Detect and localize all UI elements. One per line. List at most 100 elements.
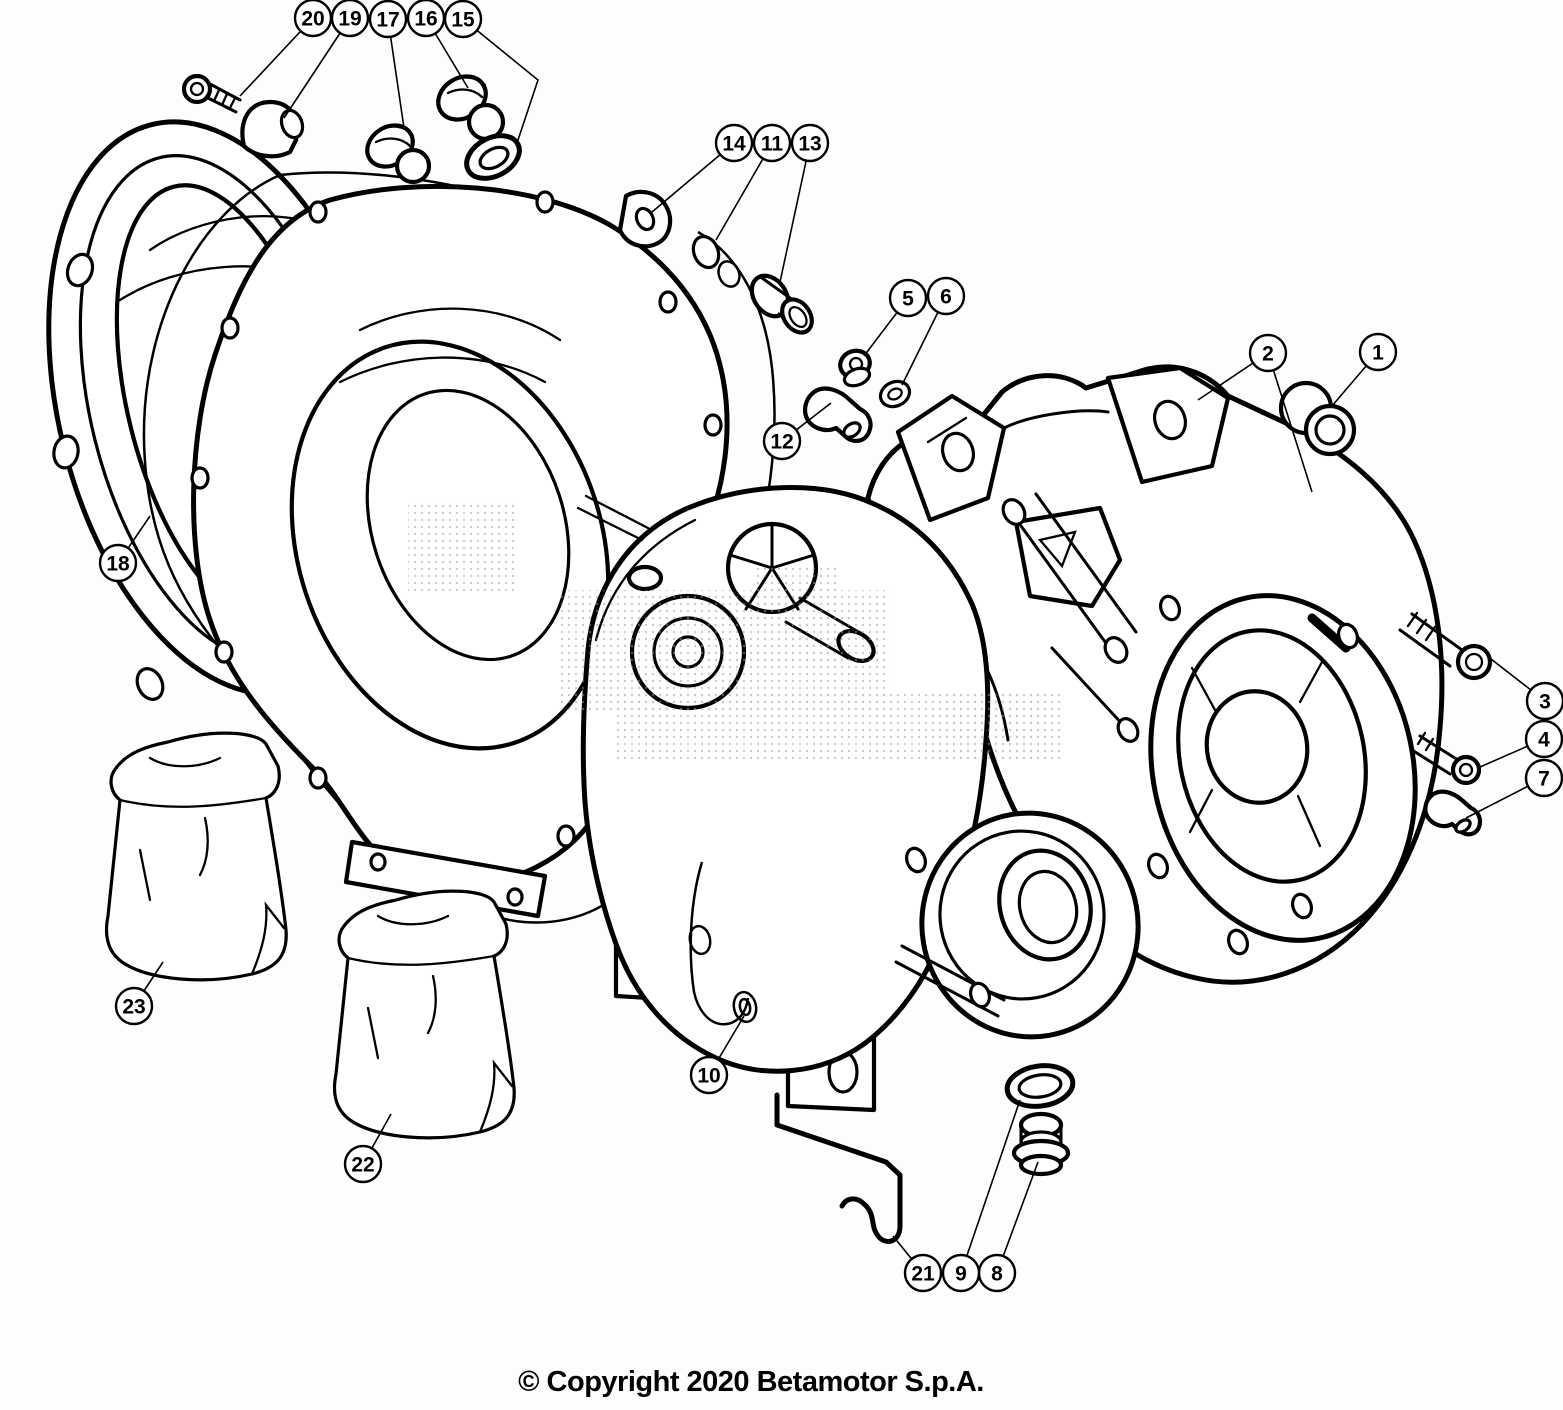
- parts-bag-23: [104, 731, 288, 982]
- flywheel-boss: [1148, 593, 1418, 943]
- nut-5: [838, 348, 872, 388]
- callout-number-19: 19: [338, 8, 361, 31]
- callout-number-4: 4: [1538, 729, 1550, 752]
- callout-bubble-1[interactable]: [1358, 332, 1398, 372]
- callout-bubble-12[interactable]: [762, 421, 802, 461]
- callout-number-8: 8: [991, 1263, 1003, 1286]
- callout-number-13: 13: [798, 133, 821, 156]
- callout-20[interactable]: 20: [239, 0, 333, 97]
- callout-bubble-22[interactable]: [343, 1144, 383, 1184]
- callout-bubble-7[interactable]: [1524, 758, 1563, 798]
- callout-number-9: 9: [955, 1263, 967, 1286]
- seal-ring-15: [464, 133, 522, 181]
- callout-9[interactable]: 9: [941, 1099, 1021, 1293]
- callout-number-1: 1: [1372, 342, 1384, 365]
- leader-line-19: [283, 17, 351, 119]
- callout-bubble-18[interactable]: [98, 543, 138, 583]
- callout-1[interactable]: 1: [1331, 332, 1398, 407]
- callout-bubble-17[interactable]: [368, 0, 408, 39]
- callout-bubble-11[interactable]: [752, 123, 792, 163]
- callout-6[interactable]: 6: [901, 276, 966, 386]
- breather-hose-guide-21: [774, 1092, 903, 1244]
- callout-number-20: 20: [301, 8, 324, 31]
- callout-number-10: 10: [697, 1065, 720, 1088]
- transmission-cover-dome: [894, 810, 1141, 1040]
- callout-number-16: 16: [414, 8, 437, 31]
- crankcase-half-right: [865, 364, 1445, 985]
- callout-5[interactable]: 5: [863, 278, 928, 357]
- elbow-fitting-7: [1423, 789, 1483, 837]
- callout-bubble-9[interactable]: [941, 1253, 981, 1293]
- callout-number-2: 2: [1262, 343, 1274, 366]
- washer-6: [878, 379, 912, 409]
- leader-line-2: [1267, 352, 1313, 493]
- callout-bubble-16[interactable]: [406, 0, 446, 38]
- callout-10[interactable]: 10: [689, 1015, 745, 1095]
- callout-bubble-5[interactable]: [888, 278, 928, 318]
- callout-bubble-10[interactable]: [689, 1055, 729, 1095]
- callout-3[interactable]: 3: [1490, 658, 1563, 721]
- cover-bottom-bracket: [343, 839, 548, 919]
- callout-15[interactable]: 15: [443, 0, 539, 147]
- cover-ear-top: [240, 99, 305, 159]
- callout-14[interactable]: 14: [651, 123, 754, 213]
- callout-bubble-2[interactable]: [1248, 333, 1288, 373]
- callout-11[interactable]: 11: [715, 123, 792, 241]
- callout-18[interactable]: 18: [98, 515, 151, 583]
- callout-12[interactable]: 12: [762, 402, 832, 461]
- callout-7[interactable]: 7: [1465, 758, 1563, 819]
- cover-ear-14: [617, 189, 673, 249]
- callout-22[interactable]: 22: [343, 1113, 392, 1184]
- engine-mount-arm-right: [1105, 365, 1231, 485]
- o-ring-9: [1004, 1063, 1076, 1109]
- drain-plug-8: [1011, 1111, 1071, 1177]
- leader-line-8: [996, 1161, 1039, 1274]
- callout-17[interactable]: 17: [368, 0, 408, 129]
- callout-number-3: 3: [1539, 691, 1551, 714]
- callout-13[interactable]: 13: [779, 123, 830, 283]
- callout-number-5: 5: [902, 288, 914, 311]
- callout-number-11: 11: [761, 133, 784, 156]
- callout-number-17: 17: [376, 9, 399, 32]
- spacer-bushing-13: [749, 273, 814, 335]
- parts-bag-22: [332, 889, 516, 1140]
- halftone-watermark: [408, 500, 1060, 760]
- callout-bubble-23[interactable]: [114, 986, 154, 1026]
- leader-line-9: [960, 1099, 1021, 1274]
- copyright-notice: © Copyright 2020 Betamotor S.p.A.: [518, 1366, 984, 1398]
- callout-number-18: 18: [106, 553, 130, 576]
- bolt-20: [181, 73, 242, 114]
- callout-number-21: 21: [911, 1263, 935, 1286]
- callout-number-14: 14: [722, 133, 746, 156]
- callout-bubble-21[interactable]: [903, 1253, 943, 1293]
- cover-screw-bosses: [190, 190, 723, 898]
- crankcase-bushing-1: [1278, 380, 1357, 457]
- callout-16[interactable]: 16: [406, 0, 469, 89]
- callout-bubble-20[interactable]: [293, 0, 333, 38]
- callout-4[interactable]: 4: [1479, 719, 1563, 768]
- callout-2[interactable]: 2: [1197, 333, 1313, 493]
- callout-bubble-13[interactable]: [790, 123, 830, 163]
- leader-line-15: [462, 18, 539, 147]
- socket-bolt-3: [1398, 611, 1493, 681]
- callout-number-6: 6: [940, 286, 952, 309]
- callout-21[interactable]: 21: [892, 1235, 943, 1293]
- center-mount-lug: [1013, 505, 1123, 609]
- small-bushing-boss: [626, 564, 664, 592]
- callout-bubble-3[interactable]: [1525, 681, 1563, 721]
- callout-bubble-4[interactable]: [1524, 719, 1563, 759]
- callout-23[interactable]: 23: [114, 961, 164, 1026]
- callout-bubble-6[interactable]: [926, 276, 966, 316]
- callout-number-15: 15: [451, 9, 475, 32]
- engine-mount-arm-left: [895, 393, 1007, 523]
- socket-bolt-4: [1410, 731, 1482, 786]
- callout-number-7: 7: [1538, 768, 1550, 791]
- callout-8[interactable]: 8: [977, 1161, 1039, 1293]
- callout-number-23: 23: [122, 996, 145, 1019]
- callout-bubble-14[interactable]: [714, 123, 754, 163]
- callout-19[interactable]: 19: [283, 0, 370, 119]
- oil-plug-16: [436, 74, 506, 142]
